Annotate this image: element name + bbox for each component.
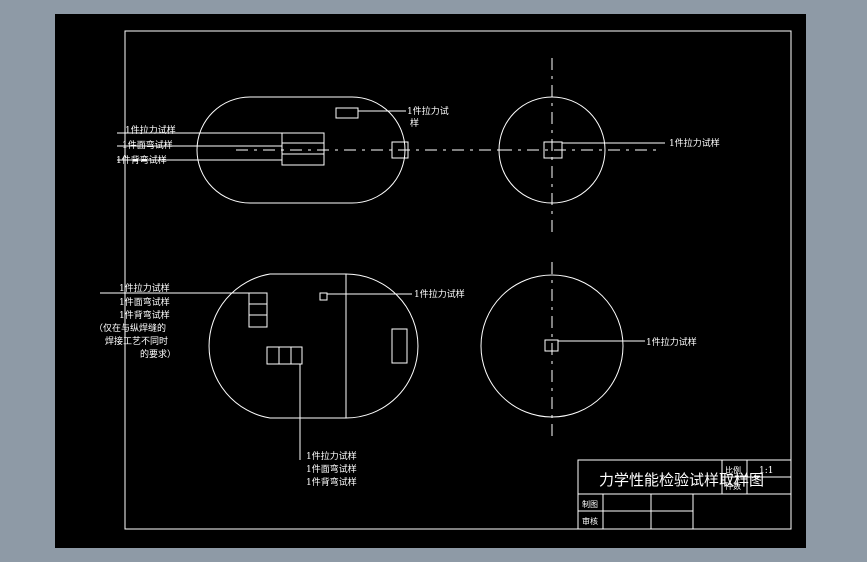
label-bottom-tensile-left: 1件拉力试样 [119, 282, 170, 294]
top-left-shell-outline [196, 96, 406, 204]
label-bottom-face-bend: 1件面弯试样 [119, 296, 170, 308]
label-bottom-center-tensile: 1件拉力试样 [306, 450, 357, 462]
title-block-drawing-title: 力学性能检验试样取样图 [599, 471, 764, 489]
label-bottom-note-3: 的要求） [140, 348, 176, 360]
label-bottom-back-bend: 1件背弯试样 [119, 309, 170, 321]
label-top-tensile-left: 1件拉力试样 [125, 124, 176, 136]
bottom-left-small-tensile-specimen [319, 292, 328, 301]
top-left-tensile-specimen-top [335, 107, 359, 119]
label-bottom-center-back-bend: 1件背弯试样 [306, 476, 357, 488]
bottom-left-shell-outline [208, 273, 419, 419]
label-bottom-tensile-right: 1件拉力试样 [414, 288, 465, 300]
title-block-scale-label: 比例 [725, 465, 741, 475]
bottom-left-specimen-stack [248, 292, 268, 328]
title-block-scale-value: 1:1 [759, 466, 773, 476]
label-bottom-center-face-bend: 1件面弯试样 [306, 463, 357, 475]
title-block-count-label: 件数 [725, 481, 741, 491]
bottom-left-bottom-specimen-stack [266, 346, 303, 365]
top-left-tensile-specimen-right [391, 141, 409, 159]
top-left-specimen-stack [281, 132, 325, 166]
drawing-sheet [55, 14, 806, 548]
label-top-face-bend: 1件面弯试样 [122, 139, 173, 151]
title-block-checked-label: 审核 [582, 516, 598, 526]
label-top-right-tensile: 1件拉力试样 [669, 137, 720, 149]
label-top-tensile-right-2: 样 [410, 117, 419, 129]
label-top-tensile-right: 1件拉力试 [407, 105, 449, 117]
label-bottom-right-tensile: 1件拉力试样 [646, 336, 697, 348]
top-right-tensile-specimen [543, 141, 563, 159]
drawing-border [124, 30, 792, 530]
bottom-left-right-specimen [391, 328, 408, 364]
title-block-drawn-label: 制图 [582, 499, 598, 509]
label-bottom-note-1: （仅在与纵焊缝的 [94, 322, 166, 334]
label-top-back-bend: 1件背弯试样 [116, 154, 167, 166]
label-bottom-note-2: 焊接工艺不同时 [105, 335, 168, 347]
bottom-right-tensile-specimen [544, 339, 559, 352]
